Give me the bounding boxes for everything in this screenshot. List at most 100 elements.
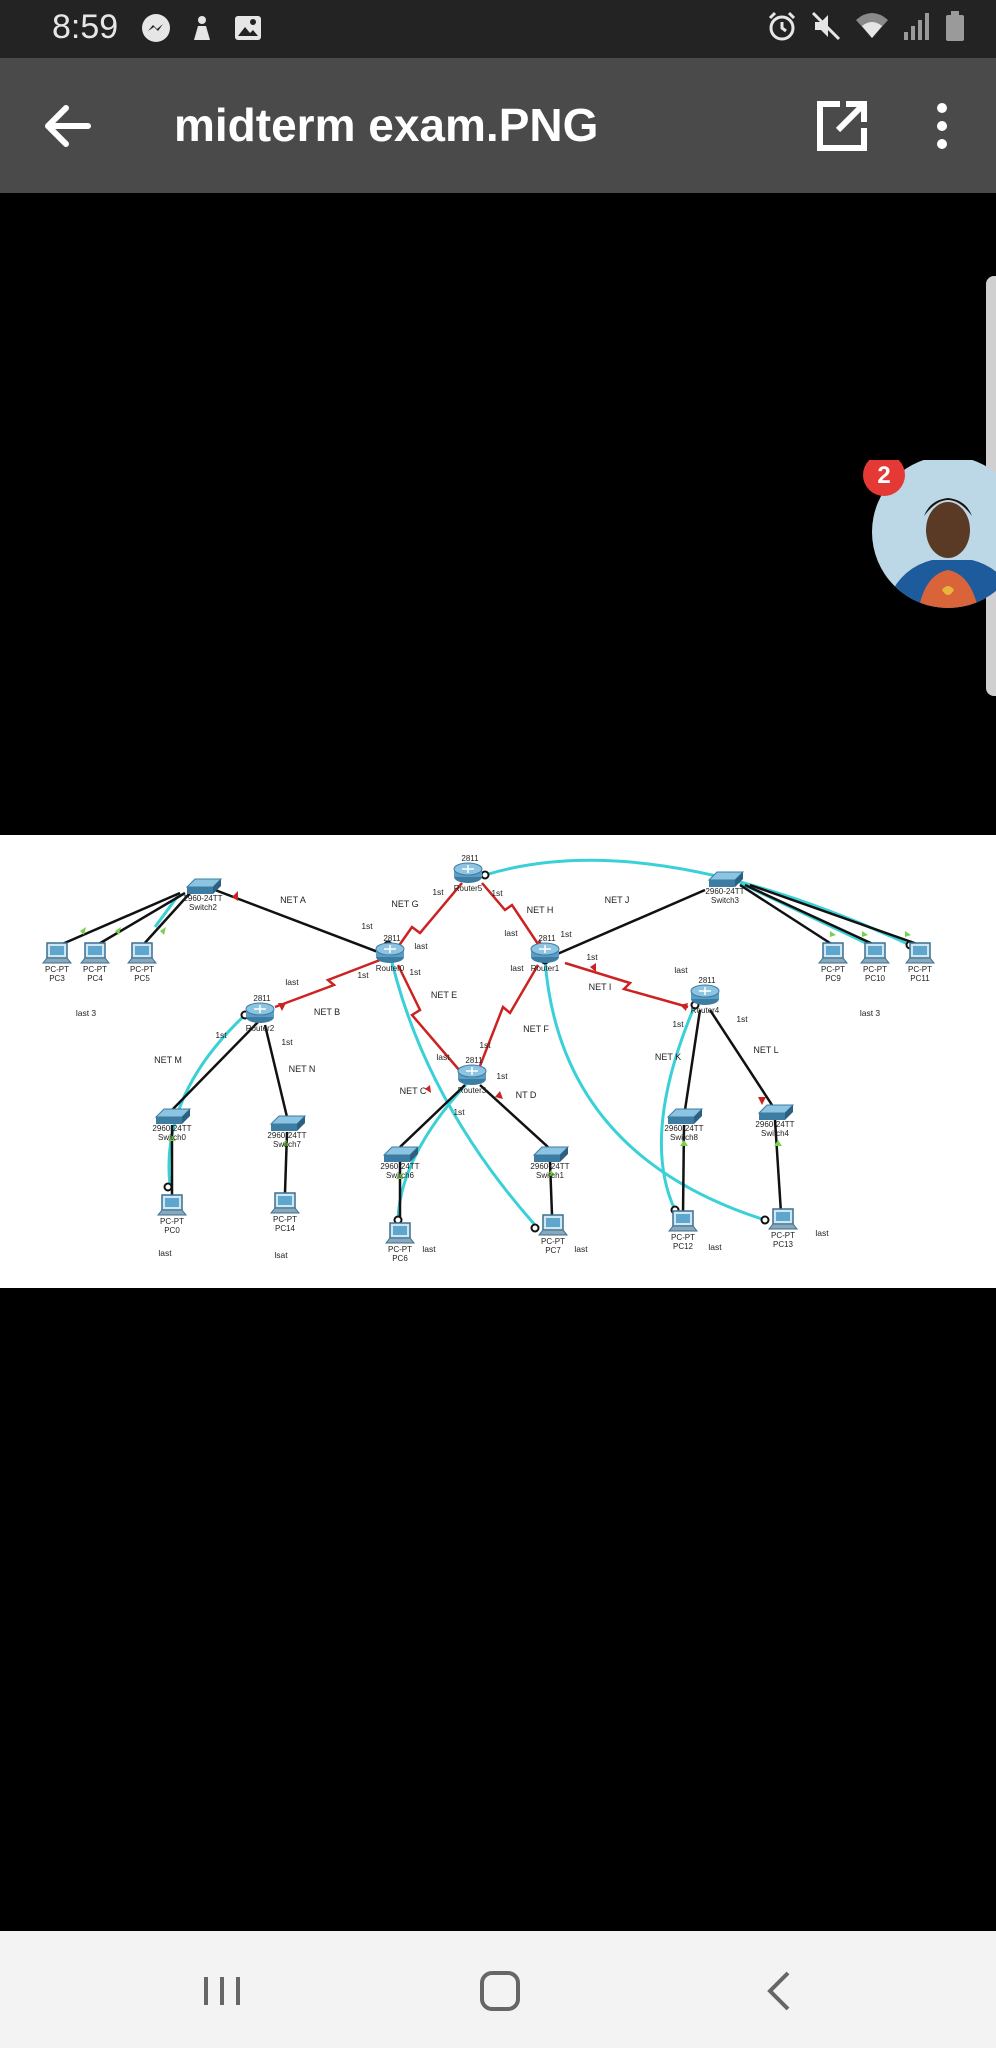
device-pc13[interactable] bbox=[767, 1208, 799, 1230]
open-external-icon bbox=[817, 101, 867, 151]
nav-back-button[interactable] bbox=[750, 1961, 810, 2021]
device-pc9[interactable] bbox=[817, 942, 849, 964]
arrow-left-icon bbox=[45, 105, 91, 147]
address-label: last bbox=[436, 1052, 450, 1062]
more-vert-icon bbox=[937, 103, 947, 149]
device-switch1[interactable] bbox=[532, 1146, 570, 1162]
address-label: last bbox=[510, 963, 524, 973]
device-router5[interactable] bbox=[453, 862, 483, 883]
network-label: NET I bbox=[589, 982, 612, 992]
device-name-label: PC11 bbox=[910, 974, 930, 983]
back-button[interactable] bbox=[36, 98, 100, 154]
device-name-label: Switch8 bbox=[670, 1133, 699, 1142]
network-label: NET N bbox=[289, 1064, 316, 1074]
link-r3-sw1 bbox=[479, 1084, 549, 1148]
link-r1-pc13 bbox=[543, 959, 766, 1222]
device-name-label: PC10 bbox=[865, 974, 886, 983]
wifi-icon bbox=[856, 13, 888, 38]
device-pc12[interactable] bbox=[667, 1210, 699, 1232]
network-label: NT D bbox=[516, 1090, 537, 1100]
device-router0[interactable] bbox=[375, 942, 405, 963]
device-switch8[interactable] bbox=[666, 1108, 704, 1124]
link-sw1-pc7 bbox=[548, 1161, 554, 1216]
device-model-label: PC-PT bbox=[821, 965, 845, 974]
device-model-label: 2960-24TT bbox=[755, 1120, 794, 1129]
address-label: 1st bbox=[496, 1071, 508, 1081]
device-model-label: 2960-24TT bbox=[380, 1162, 419, 1171]
address-label: 1st bbox=[361, 921, 373, 931]
more-options-button[interactable] bbox=[922, 96, 962, 156]
device-model-label: PC-PT bbox=[671, 1233, 695, 1242]
device-name-label: Router0 bbox=[376, 964, 405, 973]
serial-r0-r3 bbox=[396, 964, 461, 1072]
device-pc11[interactable] bbox=[904, 942, 936, 964]
address-label: 1st bbox=[432, 887, 444, 897]
network-label: NET H bbox=[527, 905, 554, 915]
open-external-button[interactable] bbox=[812, 96, 872, 156]
home-button[interactable] bbox=[470, 1961, 530, 2021]
serial-r1-r3 bbox=[476, 964, 540, 1072]
address-label: 1st bbox=[586, 952, 598, 962]
mute-icon bbox=[811, 11, 841, 41]
address-label: 1st bbox=[736, 1014, 748, 1024]
link-r4-sw8 bbox=[683, 1009, 702, 1111]
network-label: NET F bbox=[523, 1024, 549, 1034]
device-pc10[interactable] bbox=[859, 942, 891, 964]
status-time: 8:59 bbox=[52, 8, 119, 46]
address-label: last bbox=[815, 1228, 829, 1238]
address-label: last bbox=[574, 1244, 588, 1254]
device-model-label: PC-PT bbox=[863, 965, 887, 974]
link-sw3-r1 bbox=[554, 888, 706, 957]
device-pc14[interactable] bbox=[269, 1192, 301, 1214]
device-name-label: Switch7 bbox=[273, 1140, 302, 1149]
link-r0-pc7 bbox=[386, 944, 537, 1226]
device-switch3[interactable] bbox=[707, 871, 745, 887]
device-name-label: PC0 bbox=[164, 1226, 180, 1235]
device-switch2[interactable] bbox=[185, 878, 223, 894]
device-name-label: Switch3 bbox=[711, 896, 740, 905]
device-pc0[interactable] bbox=[156, 1194, 188, 1216]
app-icon bbox=[194, 16, 210, 40]
device-pc7[interactable] bbox=[537, 1214, 569, 1236]
device-model-label: 2811 bbox=[538, 934, 556, 943]
link-r2-sw7 bbox=[263, 1024, 289, 1118]
alarm-icon bbox=[768, 11, 796, 41]
device-router1[interactable] bbox=[530, 942, 560, 963]
address-label: 1st bbox=[479, 1040, 491, 1050]
link-sw3-pc10 bbox=[744, 883, 876, 947]
device-pc4[interactable] bbox=[79, 942, 111, 964]
serial-r5-r1 bbox=[481, 882, 542, 948]
device-switch7[interactable] bbox=[269, 1115, 307, 1131]
address-label: 1st bbox=[491, 888, 503, 898]
device-router3[interactable] bbox=[457, 1064, 487, 1085]
serial-r0-r2 bbox=[274, 958, 381, 1009]
link-r2-sw0 bbox=[171, 1019, 261, 1111]
link-sw2-pc4 bbox=[96, 891, 186, 947]
device-model-label: 2811 bbox=[461, 854, 479, 863]
link-sw2-r0 bbox=[214, 888, 387, 957]
device-name-label: PC13 bbox=[773, 1240, 794, 1249]
address-label: 1st bbox=[672, 1019, 684, 1029]
device-model-label: 2960-24TT bbox=[183, 894, 222, 903]
device-router2[interactable] bbox=[245, 1002, 275, 1023]
device-model-label: PC-PT bbox=[771, 1231, 795, 1240]
app-bar: midterm exam.PNG bbox=[0, 58, 996, 193]
device-pc5[interactable] bbox=[126, 942, 158, 964]
device-switch6[interactable] bbox=[382, 1146, 420, 1162]
device-pc6[interactable] bbox=[384, 1222, 416, 1244]
recents-button[interactable] bbox=[192, 1961, 252, 2021]
device-name-label: PC14 bbox=[275, 1224, 296, 1233]
device-model-label: 2960-24TT bbox=[152, 1124, 191, 1133]
device-model-label: 2960-24TT bbox=[664, 1124, 703, 1133]
network-label: NET G bbox=[391, 899, 418, 909]
device-switch4[interactable] bbox=[757, 1104, 795, 1120]
link-sw4-pc13 bbox=[773, 1119, 783, 1214]
link-sw2-pc5 bbox=[142, 892, 191, 946]
device-switch0[interactable] bbox=[154, 1108, 192, 1124]
link-sw2-pc3 bbox=[59, 891, 181, 947]
device-pc3[interactable] bbox=[41, 942, 73, 964]
device-router4[interactable] bbox=[690, 984, 720, 1005]
chat-head-bubble[interactable]: 2 bbox=[862, 454, 996, 610]
recents-icon bbox=[204, 1977, 240, 2005]
